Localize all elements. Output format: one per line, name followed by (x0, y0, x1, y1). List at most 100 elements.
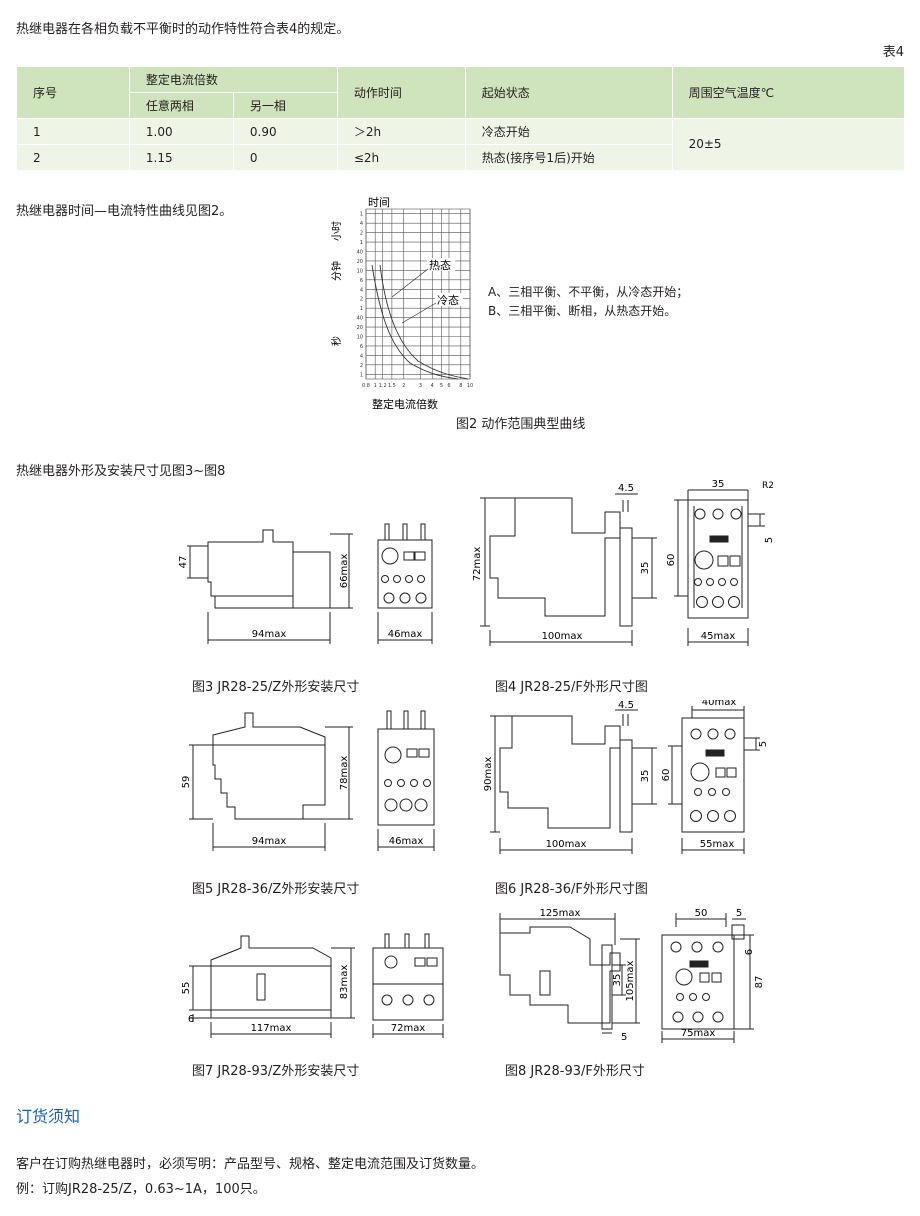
curve-y-tick: 2 (360, 231, 363, 237)
curve-y-tick: 2 (360, 363, 363, 369)
fig2-caption: 图2 动作范围典型曲线 (456, 417, 586, 432)
fig5-h: 59 (181, 776, 192, 789)
unit-min-label: 分钟 (330, 261, 343, 281)
curve-y-tick: 10 (357, 335, 363, 341)
curve-x-tick: 3 (419, 383, 422, 389)
table-row: 2 1.15 0 ≤2h 热态(接序号1后)开始 (16, 144, 905, 170)
front-outline (377, 539, 433, 609)
cell-other: 0 (232, 144, 338, 170)
fig4-d5: 5 (764, 537, 775, 543)
hot-curve (371, 264, 459, 380)
curve-x-tick: 0.8 (362, 383, 370, 389)
fig7-caption: 图7 JR28-93/Z外形安装尺寸 (192, 1064, 360, 1079)
fig5-w2-max: 46max (389, 836, 424, 847)
fig8-w50: 50 (695, 908, 708, 919)
curve-x-tick: 2 (402, 383, 405, 389)
front-outline (681, 717, 745, 833)
unit-hour-label: 小时 (331, 221, 343, 241)
fig8-w2-max: 75max (681, 1028, 716, 1039)
curve-x-tick: 8 (459, 383, 462, 389)
curve-y-tick: 40 (357, 316, 363, 322)
table-header-row: 序号 整定电流倍数 动作时间 起始状态 周围空气温度℃ (16, 67, 904, 119)
fig6-caption: 图6 JR28-36/F外形尺寸图 (495, 882, 648, 897)
cell-any-two: 1.15 (128, 144, 234, 170)
cell-time: ＞2h (336, 118, 466, 145)
fig7-d6: 6 (188, 1014, 194, 1025)
curve-y-tick: 20 (357, 325, 363, 331)
front-outline (687, 499, 749, 619)
fig6-d5: 5 (758, 741, 769, 747)
table-label: 表4 (882, 45, 904, 60)
fig8-h-max: 105max (625, 960, 636, 1001)
curve-x-tick: 4 (431, 383, 434, 389)
fig8-d5: 5 (621, 1032, 627, 1043)
fig8-caption: 图8 JR28-93/F外形尺寸 (505, 1064, 645, 1079)
section-dimension-intro: 热继电器外形及安装尺寸见图3~图8 (16, 464, 226, 479)
curve-x-tick: 10 (467, 383, 473, 389)
fig7-w-max: 117max (251, 1023, 292, 1034)
cell-no: 2 (16, 144, 130, 170)
hot-label: 热态 (429, 259, 451, 272)
fig4-w35: 35 (712, 479, 725, 490)
front-outline (661, 934, 735, 1030)
fig8-drawing: 125max 35 105max 5 50 5 6 87 75max (499, 908, 765, 1043)
cell-start: 冷态开始 (464, 118, 673, 145)
fig5-w-max: 94max (252, 836, 287, 847)
legend-b: B、三相平衡、断相，从热态开始。 (488, 304, 677, 318)
fig3-caption: 图3 JR28-25/Z外形安装尺寸 (192, 680, 360, 695)
fig8-w-top: 125max (540, 908, 581, 919)
curve-y-tick: 4 (360, 221, 363, 227)
fig4-drawing: 4.5 72max 35 100max 35 R2 60 5 45max (472, 479, 775, 646)
fig4-top: 4.5 (618, 483, 634, 494)
curve-y-tick: 2 (360, 297, 363, 303)
fig6-w40: 40max (702, 700, 737, 708)
curve-y-tick: 1 (360, 372, 363, 378)
curve-x-tick: 5 (440, 383, 443, 389)
side-outline (212, 712, 326, 820)
order-title: 订货须知 (16, 1107, 81, 1126)
curve-x-title: 整定电流倍数 (372, 397, 438, 411)
curve-x-tick: 1 (374, 383, 377, 389)
cell-no: 1 (16, 118, 130, 145)
table-row: 1 1.00 0.90 ＞2h 冷态开始 20±5 (16, 118, 904, 171)
fig4-h60: 60 (666, 554, 677, 567)
fig4-w-max: 100max (542, 631, 583, 642)
fig6-h-max: 90max (483, 757, 494, 792)
curve-y-tick: 4 (360, 353, 363, 359)
th-time: 动作时间 (336, 67, 466, 119)
fig5-h-max: 78max (339, 756, 350, 791)
fig4-h-max: 72max (472, 547, 483, 582)
fig7-drawing: 55 83max 6 117max 72max (181, 933, 444, 1038)
side-outline (499, 926, 621, 1024)
hot-leader (391, 268, 429, 298)
section-curve-intro: 热继电器时间—电流特性曲线见图2。 (16, 204, 233, 219)
fig6-w-max: 100max (546, 839, 587, 850)
fig4-caption: 图4 JR28-25/F外形尺寸图 (495, 680, 648, 695)
curve-x-tick: 1.2 (379, 383, 387, 389)
curve-x-tick: 6 (447, 383, 450, 389)
curve-y-tick: 40 (357, 250, 363, 256)
fig3-w-max: 94max (252, 629, 287, 640)
cold-leader (401, 302, 437, 324)
fig5-drawing: 59 78max 94max 46max (181, 710, 435, 851)
curve-y-tick: 4 (360, 287, 363, 293)
fig3-h-max: 66max (339, 554, 350, 589)
fig4-w2-max: 45max (701, 631, 736, 642)
fig4-r: R2 (762, 481, 774, 491)
fig7-h: 55 (181, 982, 192, 995)
curve-y-tick: 20 (357, 259, 363, 265)
fig6-top: 4.5 (618, 700, 634, 711)
th-start: 起始状态 (464, 67, 673, 119)
th-multiple: 整定电流倍数 (128, 67, 338, 93)
curve-y-tick: 10 (357, 268, 363, 274)
curve-y-tick: 1 (360, 212, 363, 218)
fig7-h-max: 83max (339, 965, 350, 1000)
fig8-h87: 87 (754, 976, 765, 989)
fig7-w2-max: 72max (391, 1023, 426, 1034)
curve-y-tick: 1 (360, 306, 363, 312)
curve-y-tick: 6 (360, 278, 363, 284)
th-any-two: 任意两相 (128, 92, 234, 119)
order-text-2: 例：订购JR28-25/Z，0.63~1A，100只。 (16, 1182, 266, 1197)
cold-label: 冷态 (437, 294, 459, 307)
